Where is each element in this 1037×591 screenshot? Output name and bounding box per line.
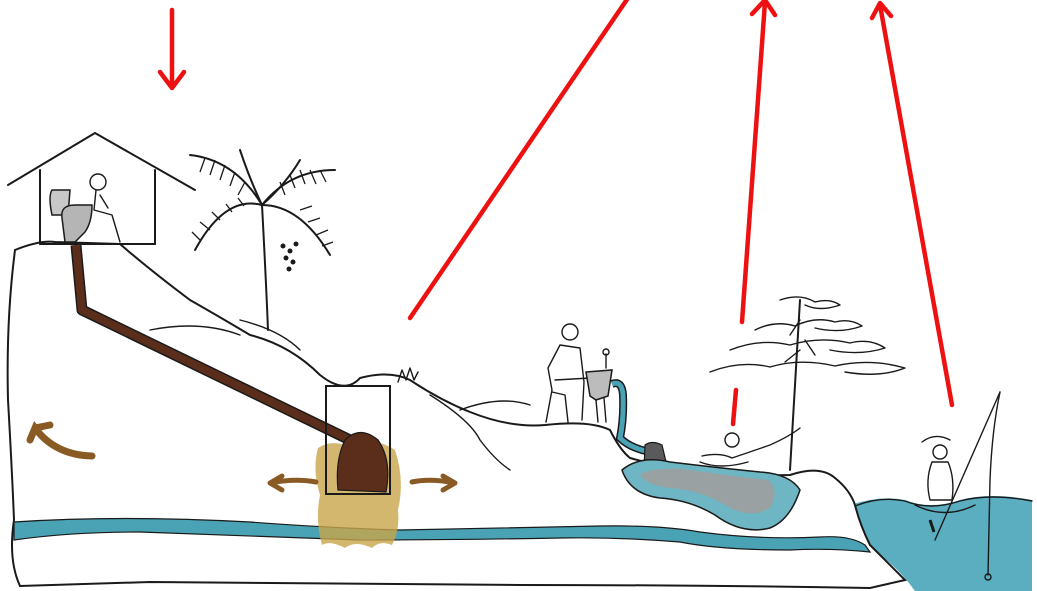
tree-icon	[709, 296, 906, 471]
pond	[621, 459, 801, 531]
pit-latrine-icon	[325, 385, 391, 495]
palm-tree-icon	[189, 149, 336, 331]
sea	[850, 496, 1033, 591]
fisherman-icon	[914, 391, 1001, 581]
pointer-arrow-pond	[730, 0, 778, 427]
pointer-arrow-pit	[407, 0, 630, 321]
toilet-icon	[49, 189, 93, 243]
grass-tuft-icon	[397, 367, 419, 383]
person-on-toilet-icon	[89, 173, 121, 243]
hand-pump-icon	[585, 348, 613, 423]
flow-arrows	[26, 420, 458, 493]
sewage-pipe	[70, 244, 353, 445]
pond-bather-icon	[699, 427, 801, 467]
pointer-arrow-sea	[869, 0, 955, 408]
pointer-arrow-house	[157, 7, 187, 91]
house-icon	[7, 132, 196, 245]
